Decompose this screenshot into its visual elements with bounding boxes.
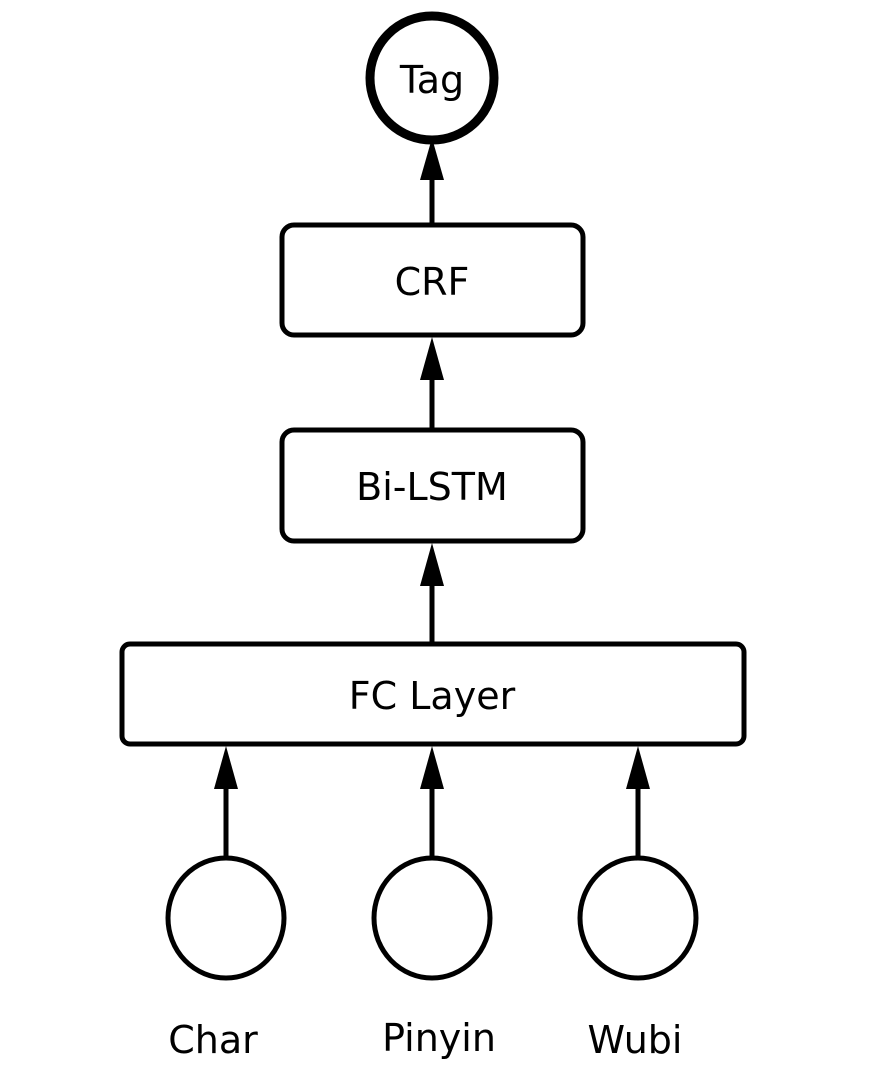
fc-layer-label: FC Layer bbox=[349, 674, 516, 718]
bilstm-box bbox=[279, 427, 586, 544]
arrow-pinyin-to-fc bbox=[420, 746, 444, 858]
bilstm-label: Bi-LSTM bbox=[356, 465, 508, 509]
fc-layer-block: FC Layer bbox=[119, 641, 747, 747]
tag-label: Tag bbox=[399, 58, 464, 102]
crf-box bbox=[279, 222, 586, 338]
crf-block: CRF bbox=[279, 222, 586, 338]
fc-layer-box bbox=[119, 641, 747, 747]
arrow-bilstm-to-crf bbox=[420, 337, 444, 430]
arrow-wubi-to-fc bbox=[626, 746, 650, 858]
char-label: Char bbox=[168, 1018, 258, 1062]
crf-label: CRF bbox=[395, 260, 470, 304]
bilstm-block: Bi-LSTM bbox=[279, 427, 586, 544]
wubi-input-node: Wubi bbox=[577, 855, 699, 1062]
char-circle bbox=[165, 855, 287, 981]
wubi-label: Wubi bbox=[588, 1018, 683, 1062]
pinyin-circle bbox=[371, 855, 493, 981]
arrow-crf-to-tag bbox=[420, 138, 444, 225]
arrow-fc-to-bilstm bbox=[420, 543, 444, 644]
char-input-node: Char bbox=[165, 855, 287, 1062]
pinyin-input-node: Pinyin bbox=[371, 855, 496, 1060]
tag-node: Tag bbox=[365, 11, 499, 145]
pinyin-label: Pinyin bbox=[382, 1016, 496, 1060]
wubi-circle bbox=[577, 855, 699, 981]
arrow-char-to-fc bbox=[214, 746, 238, 858]
